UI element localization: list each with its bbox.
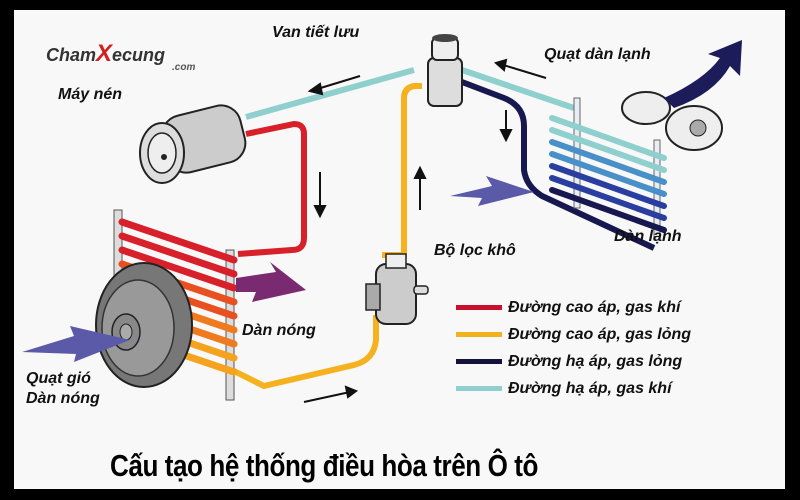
site-logo: ChamXecung .com [46, 40, 195, 73]
pipe-low-gas-from-evaporator [461, 67, 575, 111]
legend-label: Đường cao áp, gas lỏng [508, 325, 692, 343]
pipe-high-gas [237, 120, 307, 257]
diagram-canvas: ChamXecung .com Máy nén Van tiết lưu Quạ… [14, 10, 785, 489]
pipe-high-liquid-to-drier [230, 315, 379, 390]
logo-initial: C [46, 45, 59, 65]
evaporator-coils [549, 97, 667, 241]
logo-pre: ham [59, 45, 97, 65]
cold-air-arrow [664, 40, 742, 108]
label-compressor: Máy nén [58, 86, 123, 103]
label-condenser-fan-2: Dàn nóng [26, 390, 100, 407]
air-into-evaporator-arrow [450, 176, 534, 206]
logo-x: X [96, 40, 113, 67]
legend-item: Đường cao áp, gas khí [456, 294, 691, 321]
receiver-drier [365, 253, 429, 325]
condenser-fan [95, 262, 193, 388]
logo-suffix: .com [172, 62, 196, 73]
legend-label: Đường hạ áp, gas lỏng [508, 352, 683, 370]
flow-arrows [303, 58, 547, 403]
compressor [139, 104, 247, 184]
expansion-valve [427, 34, 463, 107]
pipe-high-liquid-to-valve [382, 83, 422, 258]
label-evaporator: Dàn lạnh [614, 228, 682, 245]
diagram-title: Cấu tạo hệ thống điều hòa trên Ô tô [110, 448, 538, 483]
label-condenser: Dàn nóng [242, 322, 316, 339]
hot-air-arrow [236, 262, 306, 302]
legend-swatch-high-gas [456, 305, 502, 310]
pipe-low-gas-to-compressor [245, 67, 415, 120]
evaporator-blower [621, 91, 723, 151]
label-receiver-drier: Bộ lọc khô [434, 242, 516, 259]
air-in-arrow [22, 326, 130, 362]
legend: Đường cao áp, gas khí Đường cao áp, gas … [456, 294, 691, 402]
label-condenser-fan-1: Quạt gió [26, 370, 91, 387]
legend-label: Đường cao áp, gas khí [508, 298, 681, 316]
label-evaporator-fan: Quạt dàn lạnh [544, 46, 651, 63]
legend-swatch-low-gas [456, 386, 502, 391]
legend-swatch-low-liquid [456, 359, 502, 364]
ac-system-diagram [22, 34, 742, 403]
legend-item: Đường hạ áp, gas lỏng [456, 348, 691, 375]
pipe-low-liquid [460, 79, 656, 251]
legend-swatch-high-liquid [456, 332, 502, 337]
legend-item: Đường hạ áp, gas khí [456, 375, 691, 402]
logo-post: ecung [112, 45, 166, 65]
label-expansion-valve: Van tiết lưu [272, 24, 360, 41]
legend-label: Đường hạ áp, gas khí [508, 379, 672, 397]
legend-item: Đường cao áp, gas lỏng [456, 321, 691, 348]
